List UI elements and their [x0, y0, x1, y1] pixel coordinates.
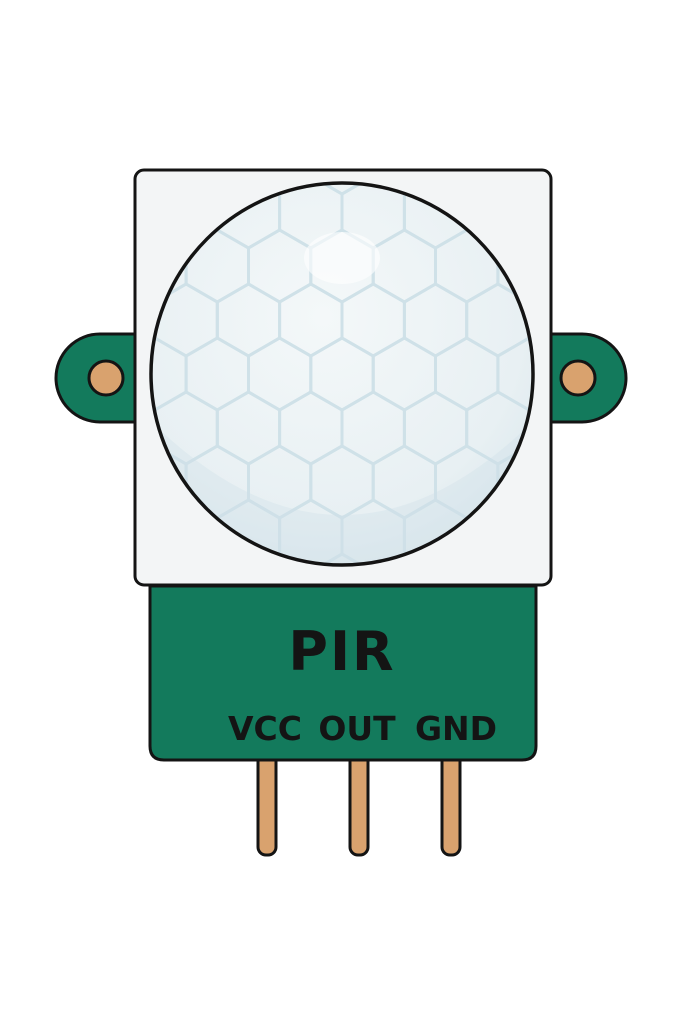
- lens-hex-cell: [124, 14, 186, 86]
- pin-label-vcc: VCC: [228, 709, 302, 748]
- lens-hex-cell: [560, 14, 622, 86]
- lens-hex-cell: [623, 14, 683, 86]
- lens-hex-cell: [623, 230, 683, 302]
- lens-hex-cell: [529, 716, 591, 788]
- lens-hex-cell: [623, 446, 683, 518]
- lens-hex-cell: [529, 0, 591, 32]
- lens-hex-cell: [280, 68, 342, 140]
- lens-hex-cell: [0, 68, 30, 140]
- lens-hex-cell: [591, 176, 653, 248]
- lens-hex-cell: [591, 500, 653, 572]
- lens-hex-cell: [309, 552, 375, 565]
- lens-hex-cell: [654, 608, 683, 680]
- lens-hex-cell: [0, 500, 30, 572]
- lens-hex-cell: [30, 68, 92, 140]
- lens-hex-cell: [654, 0, 683, 32]
- lens-hex-cell: [498, 14, 560, 86]
- lens-hex-cell: [30, 500, 92, 572]
- lens-hex-cell: [249, 14, 311, 86]
- lens-hex-cell: [93, 716, 155, 788]
- lens-hex-cell: [61, 662, 123, 734]
- lens-hex-cell: [591, 68, 653, 140]
- lens-hex-cell: [654, 68, 683, 140]
- lens-hex-cell: [467, 0, 529, 32]
- lens-hex-cell: [0, 176, 30, 248]
- lens-hex-cell: [623, 554, 683, 626]
- module-title: PIR: [288, 620, 395, 683]
- mounting-hole-icon: [87, 359, 125, 397]
- lens-hex-cell: [342, 68, 404, 140]
- lens-hex-cell: [342, 0, 404, 32]
- pcb-board: [148, 584, 538, 762]
- lens-hex-cell: [623, 122, 683, 194]
- lens-hex-cell: [560, 230, 622, 302]
- lens-hex-cell: [155, 0, 217, 32]
- lens-hex-cell: [30, 176, 92, 248]
- lens-hex-cell: [560, 446, 622, 518]
- lens-hex-cell: [30, 0, 92, 32]
- mounting-ear-right: [546, 332, 628, 424]
- lens-hex-cell: [467, 68, 529, 140]
- lens-hex-cell: [30, 716, 92, 788]
- lens-hex-cell: [0, 554, 61, 626]
- lens-hex-cell: [0, 122, 61, 194]
- lens-hex-cell: [93, 0, 155, 32]
- pin-label-gnd: GND: [415, 709, 497, 748]
- lens-hex-cell: [591, 608, 653, 680]
- lens-hex-cell: [654, 284, 683, 356]
- lens-hex-cell: [61, 14, 123, 86]
- lens-hex-cell: [93, 68, 155, 140]
- lens-hex-cell: [623, 338, 683, 410]
- lens-hex-cell: [61, 122, 123, 194]
- lens-hex-cell: [0, 230, 61, 302]
- lens-hex-cell: [186, 14, 248, 86]
- lens-hex-cell: [61, 554, 123, 626]
- lens-hex-cell: [30, 608, 92, 680]
- lens-hex-cell: [0, 716, 30, 788]
- lens-hex-cell: [436, 14, 498, 86]
- lens-hex-cell: [404, 68, 466, 140]
- lens-hex-cell: [0, 392, 30, 464]
- lens-hex-cell: [0, 338, 61, 410]
- lens-hex-cell: [0, 14, 61, 86]
- lens-hex-cell: [0, 446, 61, 518]
- lens-hex-cell: [0, 662, 61, 734]
- lens-hex-cell: [61, 446, 123, 518]
- pin-label-out: OUT: [318, 709, 396, 748]
- lens-hex-cell: [61, 230, 123, 302]
- lens-hex-cell: [654, 392, 683, 464]
- lens-hex-cell: [623, 662, 683, 734]
- lens-hex-cell: [280, 0, 342, 32]
- lens-hex-cell: [311, 14, 373, 86]
- lens-hex-cell: [373, 14, 435, 86]
- mounting-hole-icon: [559, 359, 597, 397]
- lens-hex-cell: [217, 68, 279, 140]
- lens-hex-cell: [654, 500, 683, 572]
- lens-hex-cell: [155, 68, 217, 140]
- lens-hex-cell: [93, 608, 155, 680]
- lens-hex-cell: [217, 0, 279, 32]
- lens-hex-cell: [654, 716, 683, 788]
- lens-hex-cell: [0, 0, 30, 32]
- lens-hex-cell: [591, 716, 653, 788]
- lens-hex-cell: [560, 662, 622, 734]
- lens-hex-cell: [0, 608, 30, 680]
- lens-hex-cell: [591, 0, 653, 32]
- lens-hex-cell: [404, 0, 466, 32]
- lens-hex-cell: [529, 68, 591, 140]
- mounting-ear-left: [54, 332, 138, 424]
- lens-hex-cell: [560, 554, 622, 626]
- lens-hex-cell: [0, 284, 30, 356]
- lens-hex-cell: [654, 176, 683, 248]
- lens-hex-cell: [529, 608, 591, 680]
- lens-hex-cell: [560, 122, 622, 194]
